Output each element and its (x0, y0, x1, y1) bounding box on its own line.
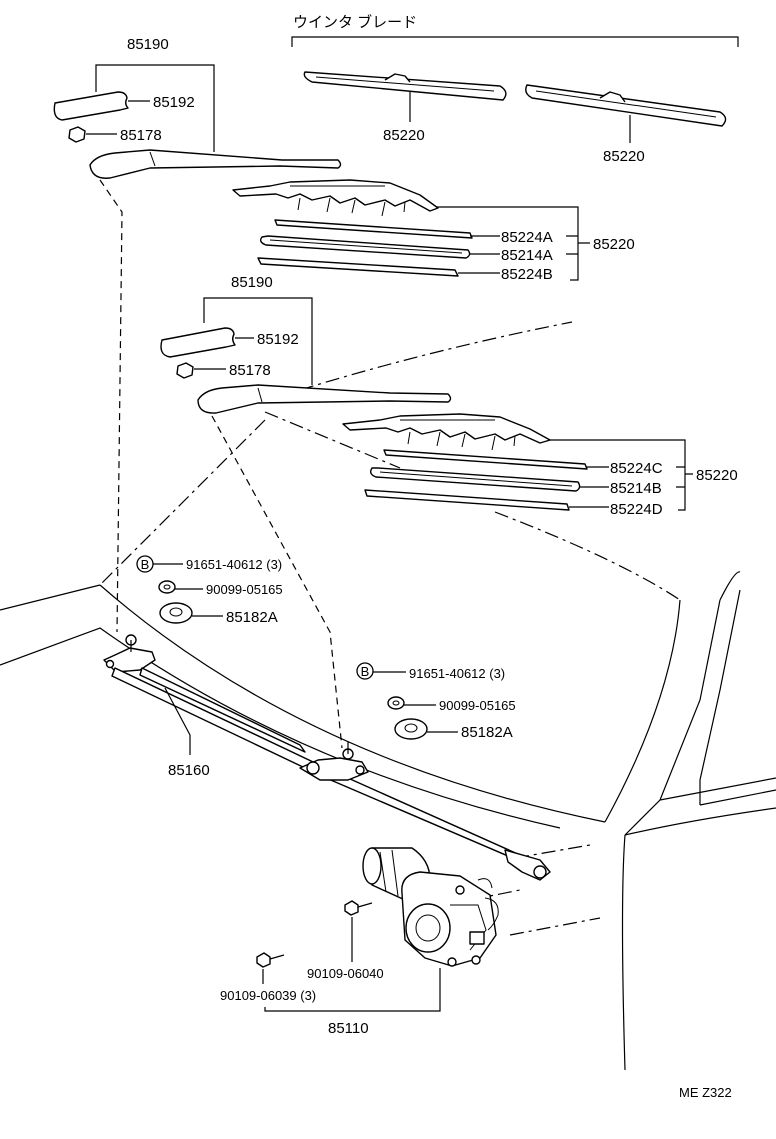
part-number-cushion-left: 85182A (226, 609, 278, 626)
motor-assy-bracket (264, 968, 441, 1012)
part-number-cushion-right: 85182A (461, 724, 513, 741)
bolt-marker-left[interactable]: B (136, 555, 154, 573)
part-number-washer-left: 90099-05165 (206, 582, 283, 597)
windshield-right-edge (494, 511, 681, 601)
part-number-winter-blade-left: 85220 (383, 127, 425, 144)
washer-left[interactable] (158, 580, 176, 594)
part-number-arm-upper: 85190 (127, 36, 169, 53)
windshield-top-edge (299, 321, 573, 391)
windshield-left-pillar (99, 419, 266, 586)
arm-nut-lower[interactable] (176, 362, 194, 379)
lower-arm-group: 85190 85192 85178 (160, 274, 452, 414)
part-number-rubber-lower-b: 85214B (610, 480, 662, 497)
vehicle-body-outline (0, 321, 776, 1071)
diagram-code: ME Z322 (679, 1085, 732, 1100)
part-number-rubber-upper-b: 85224B (501, 266, 553, 283)
cushion-right[interactable] (394, 718, 428, 740)
part-number-nut-upper: 85178 (120, 127, 162, 144)
arm-lower-bracket (203, 297, 313, 385)
bolt-marker-right-letter: B (361, 664, 370, 679)
blade-sweep-line (264, 411, 401, 469)
part-number-cap-lower: 85192 (257, 331, 299, 348)
part-number-rubber-lower-c: 85224C (610, 460, 663, 477)
part-number-cap-upper: 85192 (153, 94, 195, 111)
windshield-bottom-edge (99, 584, 606, 823)
rubber-upper-a1[interactable] (274, 219, 473, 239)
lower-blade-group: 85224C 85214B 85224D 85220 (342, 413, 738, 518)
part-number-link-assy: 85160 (168, 762, 210, 779)
winter-blade-group: ウインタ ブレード 85220 85220 (291, 13, 739, 165)
part-number-washer-right: 90099-05165 (439, 698, 516, 713)
cowl-left-upper (0, 584, 101, 611)
arm-upper-bracket (95, 64, 215, 152)
arm-nut-upper[interactable] (68, 126, 86, 143)
fender-line-3 (659, 777, 776, 801)
bolt-marker-right[interactable]: B (356, 662, 374, 680)
rubber-upper-a2[interactable] (259, 235, 471, 259)
winter-blade-left[interactable] (303, 71, 507, 122)
assembly-guide-lines (99, 179, 343, 749)
windshield-right-pillar (604, 599, 681, 823)
winter-blade-bracket (291, 36, 739, 47)
part-number-rubber-lower-d: 85224D (610, 501, 663, 518)
wiper-link-assembly[interactable] (103, 634, 551, 881)
leader-link-assy (164, 687, 191, 755)
blade-lower-bracket (548, 439, 693, 511)
washer-right[interactable] (387, 696, 405, 710)
wiper-arm-lower[interactable] (197, 384, 452, 414)
part-number-winter-blade-right: 85220 (603, 148, 645, 165)
fender-edge-1 (621, 834, 626, 1071)
right-pivot-hardware: B 91651-40612 (3) 90099-05165 85182A (356, 662, 516, 741)
arm-cap-lower[interactable] (160, 327, 236, 358)
blade-upper-bracket (436, 206, 590, 281)
part-number-rubber-upper-a1: 85224A (501, 229, 553, 246)
door-front-edge (624, 599, 721, 836)
hood-line-3 (509, 917, 601, 936)
door-inner-edge (699, 589, 741, 805)
part-number-motor-bolt-b: 90109-06039 (3) (220, 988, 316, 1003)
guide-arm-lower-to-pivot (211, 415, 343, 749)
part-number-motor-assy: 85110 (328, 1020, 369, 1037)
part-number-rubber-upper-a2: 85214A (501, 247, 553, 264)
bolt-marker-left-letter: B (141, 557, 150, 572)
part-number-bolt-right: 91651-40612 (3) (409, 666, 505, 681)
wiper-blade-lower-frame[interactable] (342, 413, 551, 451)
part-number-blade-upper-assy: 85220 (593, 236, 635, 253)
door-top-curve (719, 571, 741, 601)
motor-bolt-b[interactable] (256, 952, 285, 968)
left-pivot-hardware: B 91651-40612 (3) 90099-05165 85182A (136, 555, 283, 626)
part-number-motor-bolt-a: 90109-06040 (307, 966, 384, 981)
wiper-arm-upper[interactable] (89, 149, 342, 179)
part-number-blade-lower-assy: 85220 (696, 467, 738, 484)
part-number-arm-lower: 85190 (231, 274, 273, 291)
cushion-left[interactable] (159, 602, 193, 624)
rubber-lower-d[interactable] (364, 489, 570, 511)
rubber-lower-b[interactable] (369, 467, 581, 492)
upper-arm-group: 85190 85192 85178 (53, 36, 342, 179)
upper-blade-group: 85224A 85214A 85224B 85220 (232, 179, 635, 283)
fender-line-2 (624, 807, 776, 836)
rubber-lower-c[interactable] (383, 449, 588, 470)
wiper-blade-upper-frame[interactable] (232, 179, 439, 217)
winter-blade-label: ウインタ ブレード (293, 13, 417, 31)
motor-bolt-a[interactable] (344, 900, 373, 916)
fender-line-1 (699, 789, 776, 806)
part-number-bolt-left: 91651-40612 (3) (186, 557, 282, 572)
arm-cap-upper[interactable] (53, 91, 129, 121)
winter-blade-right[interactable] (525, 84, 727, 143)
wiper-motor[interactable] (362, 847, 499, 967)
rubber-upper-b[interactable] (257, 257, 459, 277)
guide-arm-upper-to-pivot (99, 179, 123, 633)
part-number-nut-lower: 85178 (229, 362, 271, 379)
